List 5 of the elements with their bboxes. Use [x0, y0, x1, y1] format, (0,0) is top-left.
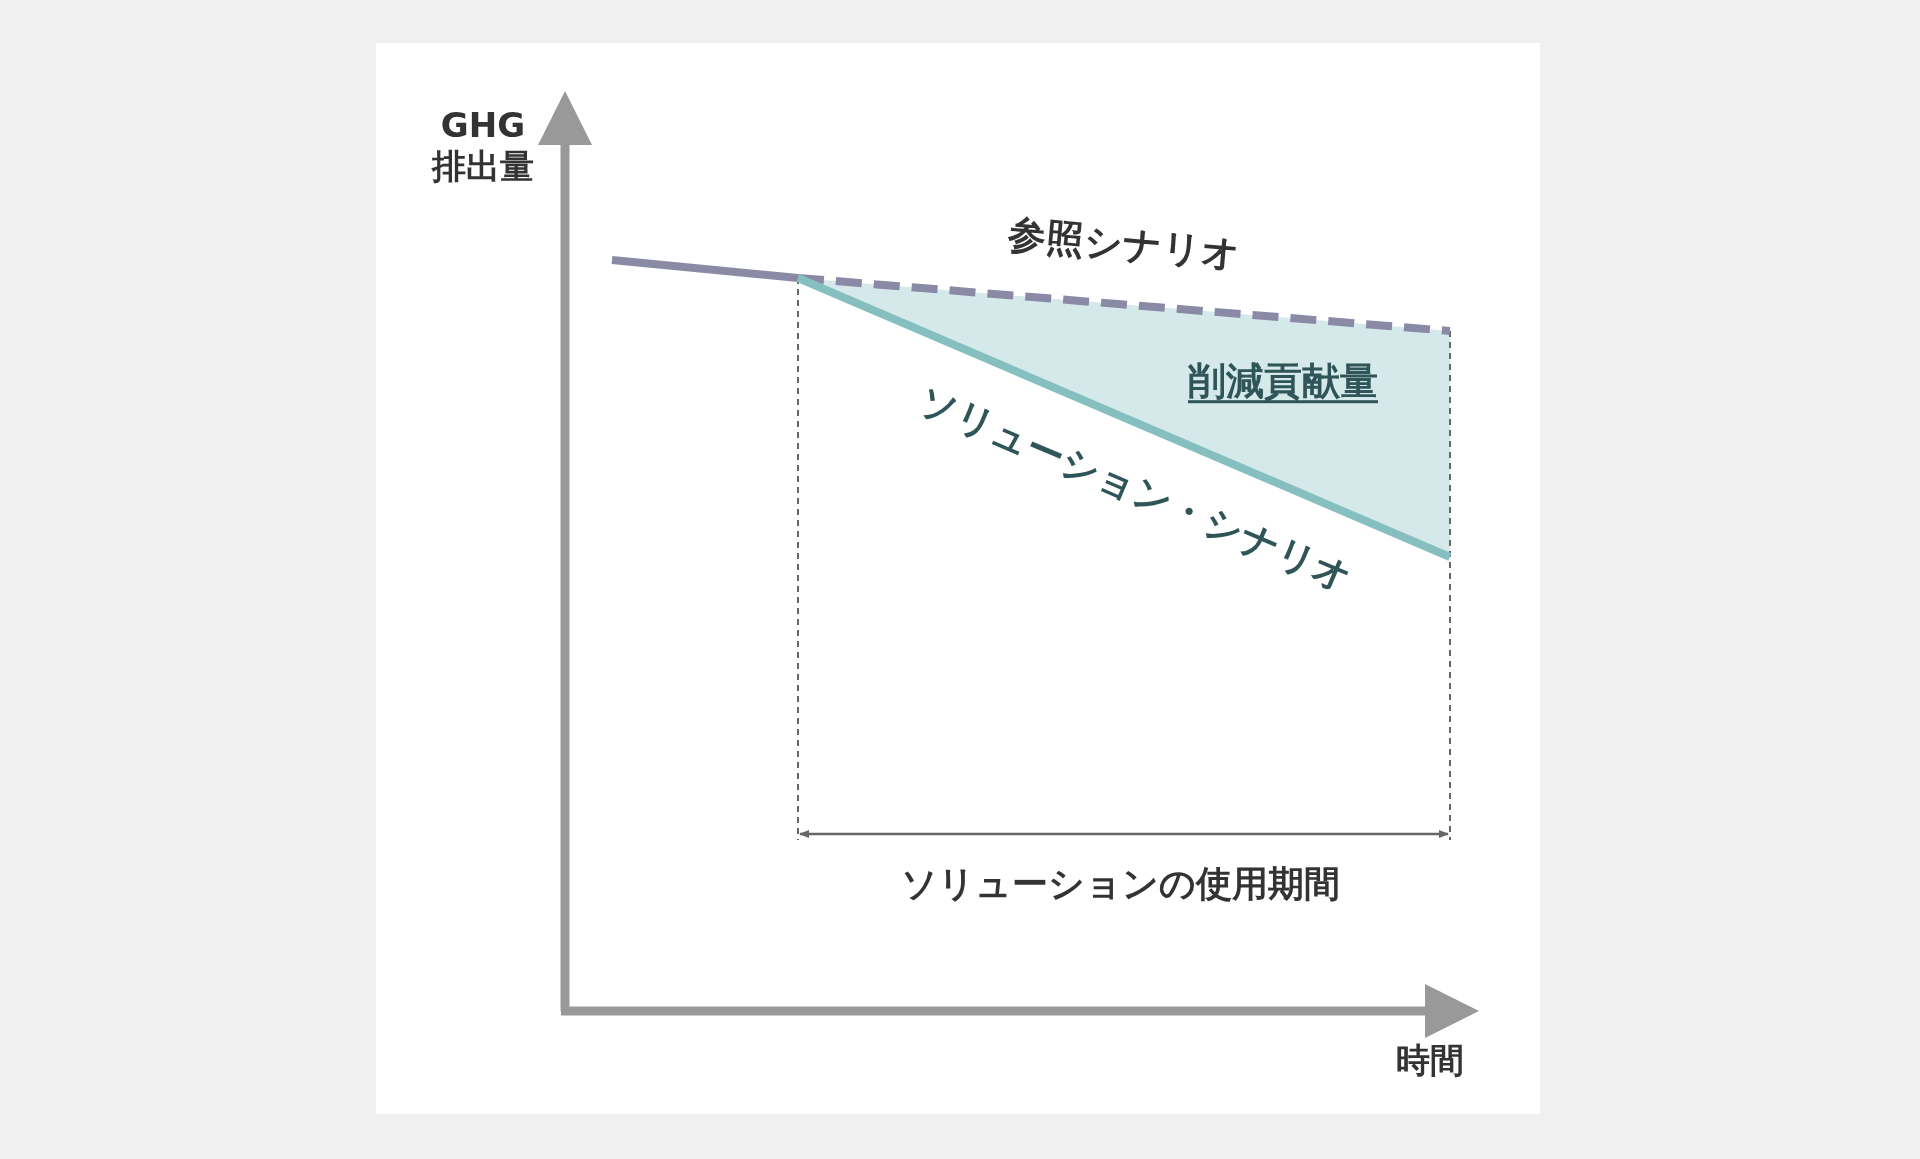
area-label: 削減貢献量	[1188, 359, 1378, 405]
axis-label: 時間	[1396, 1039, 1464, 1081]
scenario-label: 参照シナリオ	[1006, 212, 1242, 278]
dimension-label: ソリューションの使用期間	[900, 862, 1340, 906]
axis-label: GHG排出量	[430, 105, 535, 187]
